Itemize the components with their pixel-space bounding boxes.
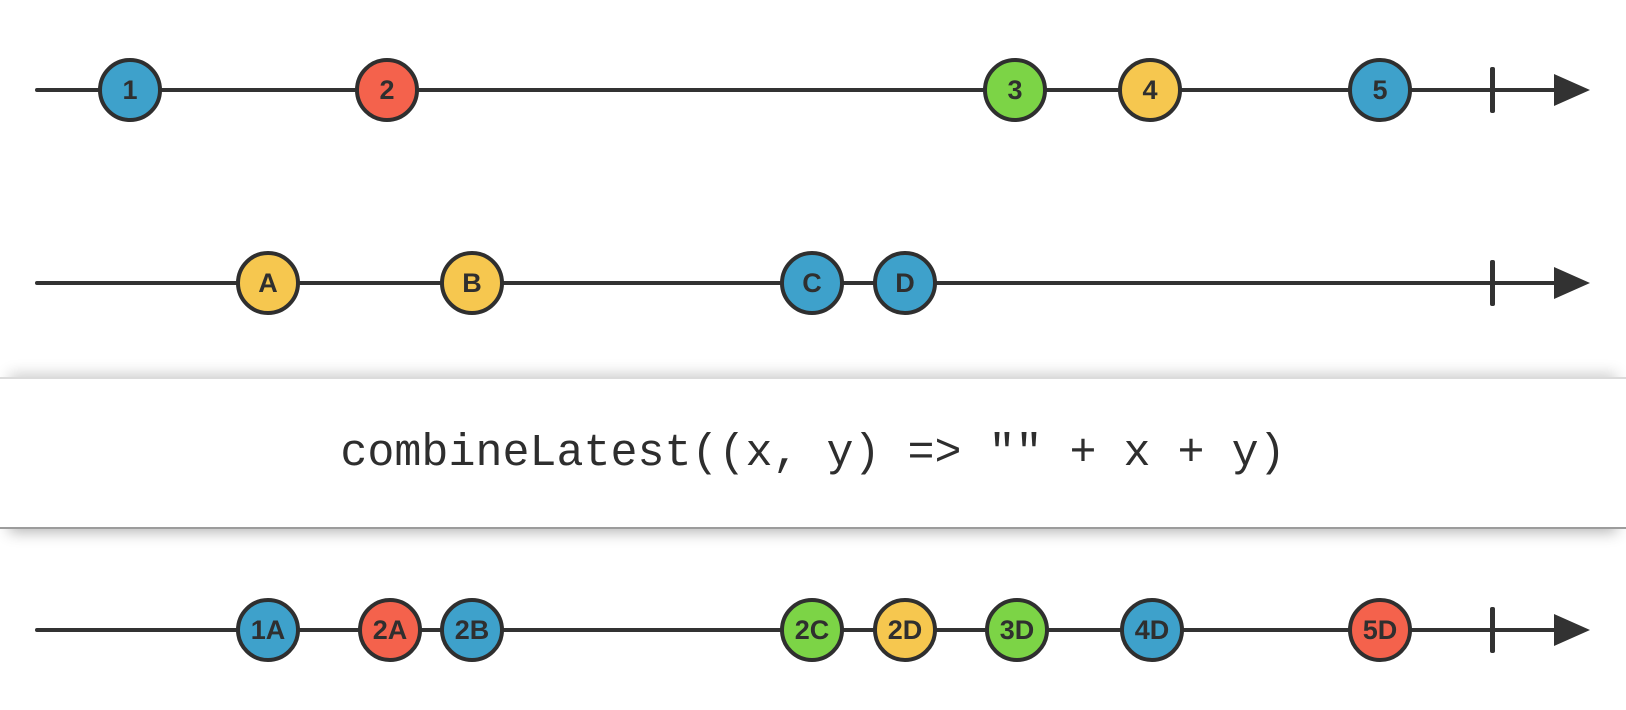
marble-5d: 5D xyxy=(1348,598,1412,662)
marble-2a: 2A xyxy=(358,598,422,662)
marble-4d: 4D xyxy=(1120,598,1184,662)
marble-4[interactable]: 4 xyxy=(1118,58,1182,122)
marble-2c: 2C xyxy=(780,598,844,662)
arrowhead-icon xyxy=(1554,614,1590,646)
marble-c[interactable]: C xyxy=(780,251,844,315)
arrowhead-icon xyxy=(1554,267,1590,299)
marble-2b: 2B xyxy=(440,598,504,662)
marble-3d: 3D xyxy=(985,598,1049,662)
marble-a[interactable]: A xyxy=(236,251,300,315)
operator-box: combineLatest((x, y) => "" + x + y) xyxy=(0,377,1626,529)
marble-2[interactable]: 2 xyxy=(355,58,419,122)
arrowhead-icon xyxy=(1554,74,1590,106)
operator-code-label: combineLatest((x, y) => "" + x + y) xyxy=(340,427,1286,479)
marble-1[interactable]: 1 xyxy=(98,58,162,122)
marble-d[interactable]: D xyxy=(873,251,937,315)
marble-5[interactable]: 5 xyxy=(1348,58,1412,122)
marble-3[interactable]: 3 xyxy=(983,58,1047,122)
completion-tick xyxy=(1489,67,1495,113)
timeline-axis-line xyxy=(35,88,1568,92)
completion-tick xyxy=(1489,607,1495,653)
marble-b[interactable]: B xyxy=(440,251,504,315)
marble-1a: 1A xyxy=(236,598,300,662)
completion-tick xyxy=(1489,260,1495,306)
marble-2d: 2D xyxy=(873,598,937,662)
